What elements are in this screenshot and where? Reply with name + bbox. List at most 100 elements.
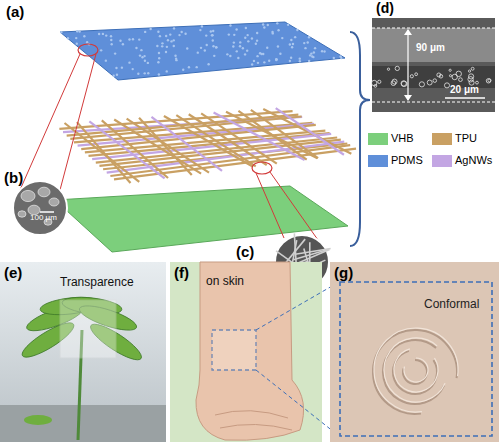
pdms-sheet: [207, 63, 209, 65]
nanofibre-mesh: [263, 109, 351, 154]
scale-label: 90 μm: [416, 42, 445, 53]
pdms-sheet: [275, 59, 277, 61]
pdms-sheet: [206, 44, 208, 46]
pdms-sheet: [244, 37, 246, 39]
pdms-sheet: [178, 34, 180, 36]
sem-inset: [21, 190, 35, 201]
conformal-photo: [393, 351, 437, 394]
sem-inset: [13, 181, 67, 235]
pdms-sheet: [296, 29, 298, 31]
pdms-sheet: [60, 22, 345, 80]
pdms-sheet: [119, 40, 121, 42]
panel-letter: (b): [4, 170, 23, 187]
pdms-sheet: [333, 57, 335, 59]
pdms-sheet: [267, 24, 269, 26]
pdms-sheet: [304, 47, 306, 49]
pdms-sheet: [186, 47, 188, 49]
cross-section-image: [372, 28, 495, 29]
pdms-sheet: [290, 57, 292, 59]
pdms-sheet: [182, 69, 184, 71]
pdms-sheet: [105, 34, 107, 36]
panel-letter: (g): [334, 265, 353, 282]
sem-inset: [296, 249, 329, 263]
panel-letter: (e): [4, 265, 22, 282]
pdms-sheet: [246, 34, 248, 36]
brace: [350, 32, 370, 246]
pdms-sheet: [256, 39, 258, 41]
pdms-sheet: [242, 47, 244, 49]
pdms-sheet: [105, 59, 107, 61]
pdms-sheet: [128, 38, 130, 40]
cross-section-image: [468, 77, 473, 82]
pdms-sheet: [173, 39, 175, 41]
cross-section-image: [401, 81, 406, 86]
pdms-sheet: [173, 45, 175, 47]
conformal-photo: [330, 262, 499, 442]
pdms-sheet: [275, 58, 277, 60]
caption-label: Conformal: [424, 298, 479, 311]
pdms-sheet: [277, 29, 279, 31]
pdms-sheet: [245, 27, 247, 29]
cross-section-image: [468, 70, 470, 72]
cross-section-image: [488, 79, 491, 82]
pdms-sheet: [246, 49, 248, 51]
cross-section-image: [407, 30, 408, 100]
pdms-sheet: [292, 43, 294, 45]
pdms-sheet: [244, 53, 246, 55]
panel-letter: (d): [376, 1, 394, 16]
pdms-sheet: [76, 30, 78, 32]
pdms-sheet: [195, 66, 197, 68]
conformal-photo: [330, 262, 499, 442]
pdms-sheet: [166, 46, 168, 48]
pdms-sheet: [256, 55, 258, 57]
pdms-sheet: [173, 27, 175, 29]
sem-inset: [38, 187, 50, 197]
cross-section-image: [459, 78, 463, 82]
pdms-sheet: [141, 56, 143, 58]
pdms-sheet: [115, 67, 117, 69]
pdms-sheet: [323, 50, 325, 52]
pdms-sheet: [110, 43, 112, 45]
pdms-sheet: [161, 42, 163, 44]
pdms-sheet: [268, 60, 270, 62]
pdms-sheet: [157, 31, 159, 33]
legend-swatch: [368, 155, 388, 167]
pdms-sheet: [158, 57, 160, 59]
nanofibre-mesh: [251, 110, 318, 158]
pdms-sheet: [263, 26, 265, 28]
pdms-sheet: [158, 52, 160, 54]
conformal-photo: [340, 282, 492, 436]
pdms-sheet: [184, 33, 186, 35]
sem-inset: [40, 211, 54, 213]
conformal-photo: [373, 330, 457, 414]
pdms-sheet: [67, 37, 69, 39]
pdms-sheet: [201, 25, 203, 27]
conformal-photo: [404, 358, 428, 382]
pdms-sheet: [299, 60, 301, 62]
cross-section-image: [449, 69, 451, 71]
pdms-sheet: [247, 40, 249, 42]
pdms-sheet: [170, 40, 172, 42]
pdms-sheet: [255, 43, 257, 45]
legend-label: PDMS: [391, 154, 423, 166]
cross-section-image: [391, 81, 396, 86]
legend-label: AgNWs: [455, 154, 492, 166]
pdms-sheet: [98, 33, 100, 35]
cross-section-image: [486, 79, 490, 83]
pdms-sheet: [257, 62, 259, 64]
pdms-sheet: [260, 53, 262, 55]
pdms-sheet: [76, 43, 78, 45]
nanofibre-mesh: [59, 108, 356, 183]
scale-label: 100 μm: [30, 214, 57, 223]
pdms-sheet: [161, 45, 163, 47]
nanofibre-mesh: [114, 120, 201, 174]
callout-lines: [270, 172, 318, 240]
pdms-sheet: [277, 45, 279, 47]
cross-section-image: [372, 102, 495, 103]
pdms-sheet: [144, 72, 146, 74]
pdms-sheet: [165, 35, 167, 37]
pdms-sheet: [137, 73, 139, 75]
pdms-sheet: [226, 53, 228, 55]
pdms-sheet: [289, 43, 291, 45]
pdms-sheet: [291, 46, 293, 48]
